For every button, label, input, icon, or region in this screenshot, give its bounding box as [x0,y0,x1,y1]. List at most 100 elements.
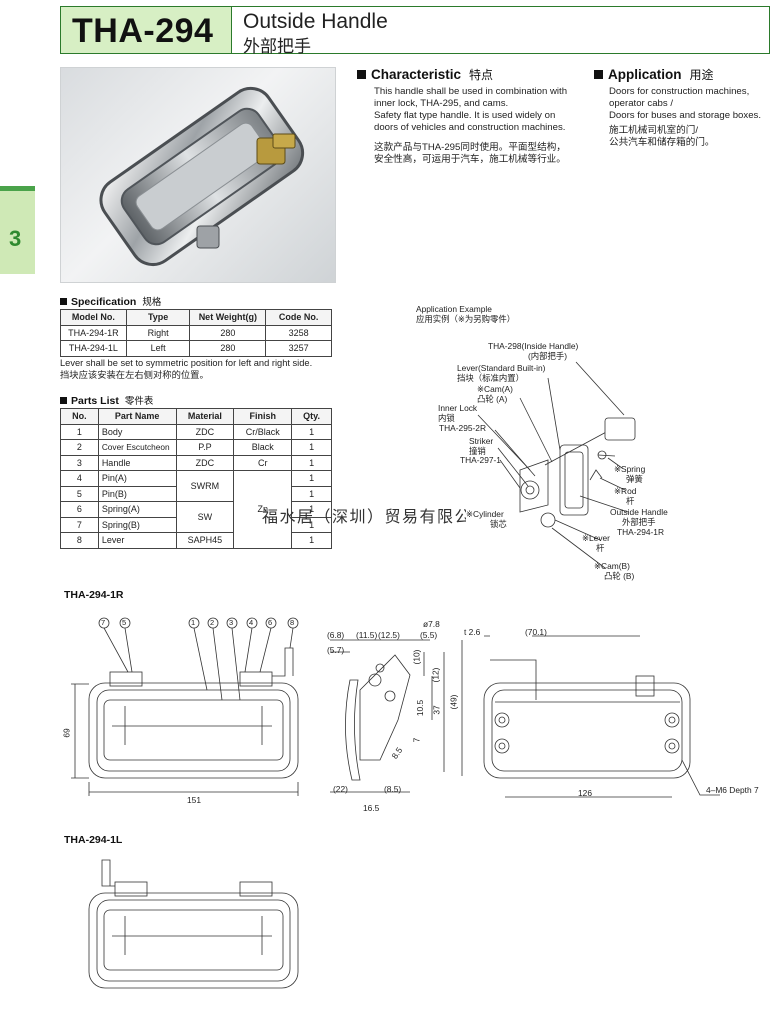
balloon-number: 7 [101,618,106,627]
chapter-number: 3 [9,226,22,251]
label-cn: 内锁 [438,413,455,423]
dim-label: (70.1) [525,627,547,637]
balloon-number: 3 [229,618,234,627]
label-cn: 弹簧 [626,474,643,484]
column-header: Part Name [97,408,177,425]
text-line: Doors for buses and storage boxes. [609,110,761,121]
table-header-row: No. Part Name Material Finish Qty. [60,408,332,425]
specification-heading: Specification 规格 [60,294,161,308]
label-cn: 锁芯 [490,519,507,529]
parts-list-title-cn: 零件表 [124,396,154,407]
label-cam-b: ※Cam(B)凸轮 (B) [594,561,634,581]
note-cn: 挡块应该安装在左右侧对称的位置。 [60,370,209,380]
text-line: 公共汽车和储存箱的门。 [609,137,715,148]
product-title-en: Outside Handle [243,10,388,33]
balloon-number: 2 [210,618,215,627]
label-en: ※Cylinder [466,509,504,519]
label-tha-294-1r: THA-294-1R [617,527,664,537]
table-cell: 1 [291,532,332,549]
label-en: THA-294-1R [617,527,665,537]
table-cell: THA-294-1L [60,340,127,357]
dim-label: (22) [333,784,348,794]
label-cn: 应用实例（※为另购零件） [416,314,516,324]
application-text-en: Doors for construction machines, operato… [609,86,761,122]
header-model-box [60,6,232,54]
characteristic-title: Characteristic [371,67,462,82]
text-line: 这款产品与THA-295同时使用。平面型结构， [374,142,566,153]
application-heading: Application 用途 [594,66,714,83]
balloon-number: 6 [268,618,273,627]
handle-photo-illustration [99,86,305,267]
table-cell: SWRM [175,470,235,502]
label-en: Lever(Standard Built-in) [457,363,546,373]
text-line: Safety flat type handle. It is used wide… [374,110,556,121]
dim-label: (8.5) [384,784,402,794]
product-photo [60,67,336,283]
dim-label: (12.5) [378,630,400,640]
label-cn: 杆 [596,543,605,553]
note-en: Lever shall be set to symmetric position… [60,358,313,368]
label-cn: 挡块（标准内置） [457,373,524,383]
application-example-title: Application Example 应用实例（※为另购零件） [416,304,515,324]
characteristic-heading: Characteristic 特点 [357,66,493,83]
application-title: Application [608,67,682,82]
column-header: Type [125,309,191,326]
characteristic-text-cn: 这款产品与THA-295同时使用。平面型结构， 安全性高，可运用于汽车，施工机械… [374,142,566,166]
label-en: THA-298(Inside Handle) [488,341,579,351]
specification-title: Specification [71,296,137,308]
characteristic-text-en: This handle shall be used in combination… [374,86,567,134]
chapter-tab [0,186,35,274]
column-header: Qty. [291,408,332,425]
dim-label: 16.5 [363,803,380,813]
bullet-square-icon [357,70,366,79]
table-row: 8 Lever SAPH45 1 [60,532,332,549]
label-cn: (内部把手) [528,351,568,361]
table-cell: 280 [189,340,267,357]
bullet-square-icon [594,70,603,79]
label-en: ※Cam(A) [477,384,513,394]
text-line: operator cabs / [609,98,673,109]
label-en: Application Example [416,304,492,314]
text-line: Doors for construction machines, [609,86,750,97]
text-line: 安全性高，可运用于汽车，施工机械等行业。 [374,154,566,165]
specification-table: Model No. Type Net Weight(g) Code No. TH… [60,309,332,357]
label-en: ※Rod [614,486,637,496]
table-cell: SAPH45 [175,532,235,549]
balloon-number: 1 [191,618,196,627]
dim-label: t 2.6 [464,627,481,637]
bullet-square-icon [60,298,67,305]
text-line: inner lock, THA-295, and cams. [374,98,509,109]
table-header-row: Model No. Type Net Weight(g) Code No. [60,309,332,326]
table-row: 1 Body ZDC Cr/Black 1 [60,423,332,440]
label-en: ※Spring [614,464,646,474]
text-line: This handle shall be used in combination… [374,86,568,97]
dim-label: (5.7) [327,645,345,655]
application-title-cn: 用途 [689,68,714,82]
specification-title-cn: 规格 [142,297,162,308]
dim-label: ø7.8 [423,619,440,629]
table-row: THA-294-1L Left 280 3257 [60,340,332,357]
drawing-1r-label: THA-294-1R [64,589,124,601]
drawing-1l-label: THA-294-1L [64,834,123,846]
watermark-text: 福水居（深圳）贸易有限公司 [262,507,490,526]
dim-label: (6.8) [327,630,345,640]
table-row: 3 Handle ZDC Cr 1 [60,454,332,471]
characteristic-title-cn: 特点 [469,68,494,82]
table-row: 4 Pin(A) SWRM Zn 1 [60,470,332,549]
column-header: Material [175,408,235,425]
balloon-number: 5 [122,618,127,627]
label-en: ※Lever [582,533,610,543]
dim-width: 151 [187,795,201,805]
label-inside-handle: THA-298(Inside Handle)(内部把手) [488,341,578,361]
column-header: Model No. [60,309,127,326]
